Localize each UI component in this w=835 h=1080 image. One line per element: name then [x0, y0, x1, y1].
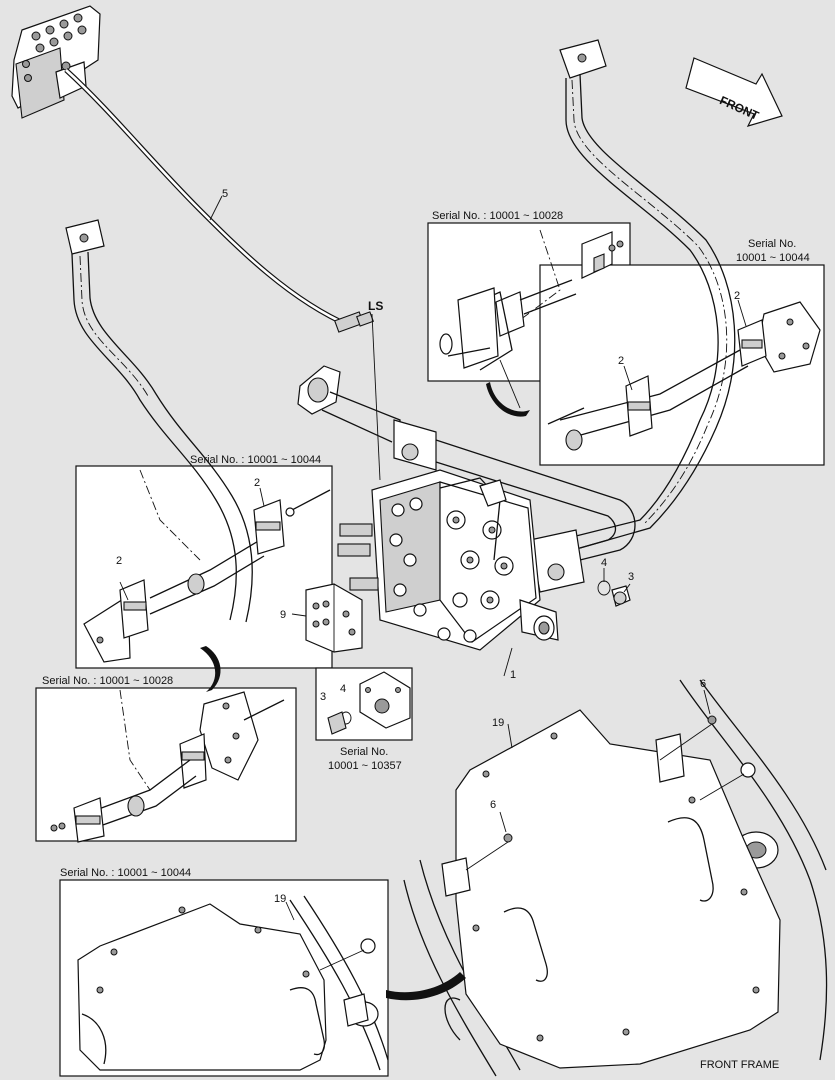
bolts-6: [465, 689, 756, 871]
inset-left-lower-title: Serial No. : 10001 ~ 10028: [42, 675, 173, 687]
callout-19-inset: 19: [274, 893, 286, 905]
callout-4-inset: 4: [340, 683, 346, 695]
callout-4-main: 4: [601, 557, 607, 569]
inset-left-mid-parts: [83, 469, 331, 663]
inset-right-title-line2: 10001 ~ 10044: [736, 252, 810, 264]
inset-right-parts: [547, 299, 821, 451]
plug-and-oring-main: [597, 568, 631, 607]
connector-arc-bottom: [386, 972, 466, 1001]
callout-2-left-top: 2: [254, 477, 260, 489]
callout-2-left-bottom: 2: [116, 555, 122, 567]
callout-3-inset: 3: [320, 691, 326, 703]
connector-arc-top: [486, 382, 530, 417]
inset-bottom-left-title: Serial No. : 10001 ~ 10044: [60, 867, 191, 879]
pressure-pipe: [297, 365, 636, 593]
inset-left-lower-parts: [50, 689, 285, 843]
cover-19: [441, 709, 781, 1069]
callout-9: 9: [280, 609, 286, 621]
callout-5: 5: [222, 188, 228, 200]
main-control-valve: [337, 469, 559, 677]
steel-tube-right: [559, 39, 736, 553]
callout-2-right-inner: 2: [618, 355, 624, 367]
callout-2-right: 2: [734, 290, 740, 302]
callout-6-top: 6: [700, 678, 706, 690]
manifold-bracket: [11, 5, 101, 119]
inset-bottom-left-parts: [77, 895, 389, 1071]
inset-right-title-line1: Serial No.: [748, 238, 796, 250]
connector-arc-left: [200, 646, 221, 692]
ls-leader-line: [371, 313, 381, 481]
steel-tube-left: [65, 219, 253, 623]
hose-5: [64, 68, 374, 333]
inset-left-mid-title: Serial No. : 10001 ~ 10044: [190, 454, 321, 466]
inset-center-small-parts: [327, 671, 411, 735]
front-frame-label: FRONT FRAME: [700, 1059, 779, 1071]
callout-19-main: 19: [492, 717, 504, 729]
front-direction-arrow: [685, 57, 783, 127]
callout-3-main: 3: [628, 571, 634, 583]
inset-top-center-parts: [439, 229, 624, 409]
inset-top-center-title: Serial No. : 10001 ~ 10028: [432, 210, 563, 222]
callout-6-mid: 6: [490, 799, 496, 811]
inset-center-small-title-line1: Serial No.: [340, 746, 388, 758]
ls-label: LS: [368, 299, 383, 313]
inset-center-small-title-line2: 10001 ~ 10357: [328, 760, 402, 772]
block-9: [291, 583, 363, 653]
callout-1: 1: [510, 669, 516, 681]
